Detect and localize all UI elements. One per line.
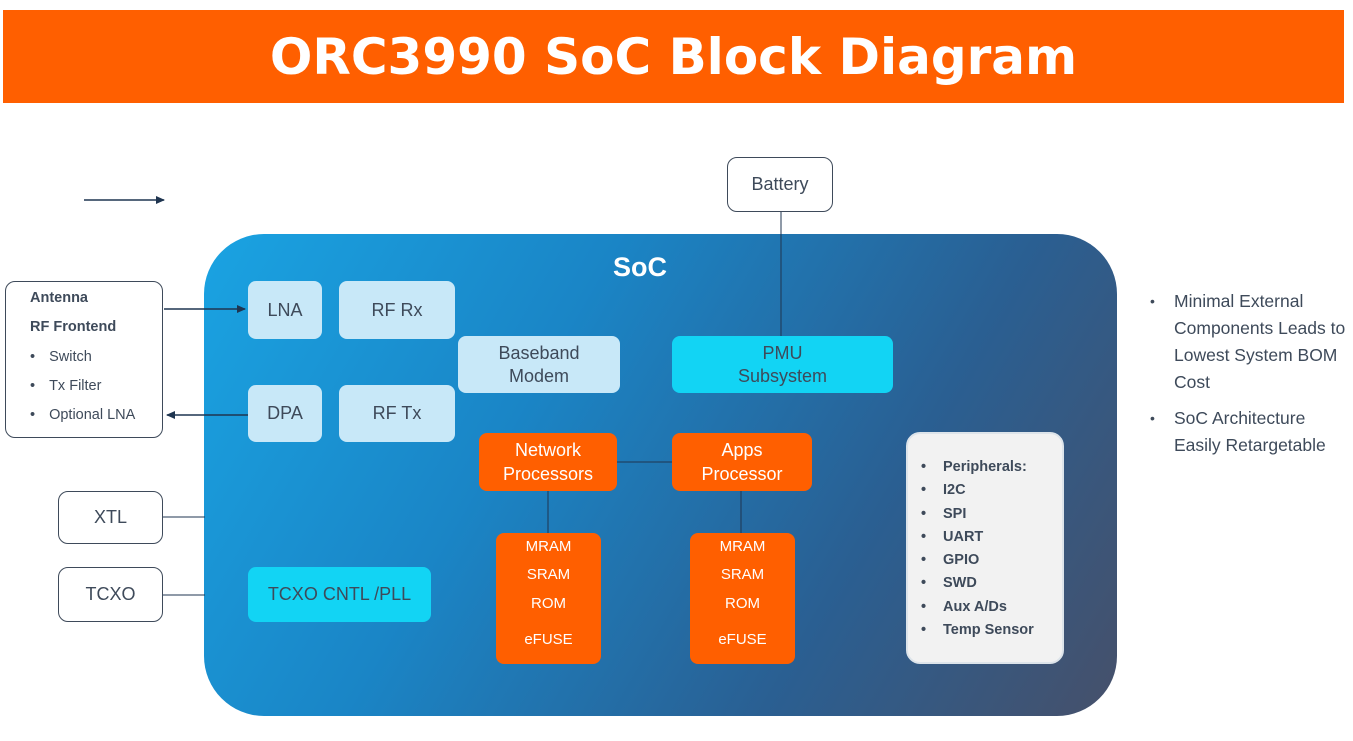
lna-block: LNA xyxy=(248,281,322,339)
apps-label-1: Apps xyxy=(721,440,763,460)
peripherals-box: Peripherals: I2C SPI UART GPIO SWD Aux A… xyxy=(906,432,1064,664)
tcxo-box: TCXO xyxy=(58,567,163,622)
pmu-subsystem-block: PMU Subsystem xyxy=(672,336,893,393)
apps-processor-block: Apps Processor xyxy=(672,433,812,491)
peripheral-item: I2C xyxy=(908,479,1062,503)
memory-stack-network: MRAM SRAM ROM eFUSE xyxy=(496,533,601,664)
rf-frontend-box: Antenna RF Frontend •Switch •Tx Filter •… xyxy=(5,281,163,438)
peripheral-item: UART xyxy=(908,526,1062,550)
network-processors-block: Network Processors xyxy=(479,433,617,491)
memory-item: eFUSE xyxy=(524,631,573,648)
baseband-modem-block: Baseband Modem xyxy=(458,336,620,393)
tcxo-pll-block: TCXO CNTL /PLL xyxy=(248,567,431,622)
memory-item: SRAM xyxy=(526,566,571,583)
rf-bullet-text: Tx Filter xyxy=(49,378,102,394)
memory-item: MRAM xyxy=(525,538,572,555)
peripheral-item: GPIO xyxy=(908,549,1062,573)
dpa-block: DPA xyxy=(248,385,322,442)
pmu-label-2: Subsystem xyxy=(737,365,828,386)
baseband-label-1: Baseband xyxy=(498,342,580,363)
rf-frontend-bullet: •Tx Filter xyxy=(30,378,102,394)
baseband-label-2: Modem xyxy=(508,365,570,386)
memory-stack-apps: MRAM SRAM ROM eFUSE xyxy=(690,533,795,664)
rf-rx-block: RF Rx xyxy=(339,281,455,339)
side-notes: Minimal External Components Leads to Low… xyxy=(1148,288,1348,468)
rf-tx-block: RF Tx xyxy=(339,385,455,442)
rf-frontend-bullet: •Optional LNA xyxy=(30,407,136,423)
peripheral-item: Aux A/Ds xyxy=(908,596,1062,620)
battery-box: Battery xyxy=(727,157,833,212)
apps-label-2: Processor xyxy=(701,464,783,484)
rf-frontend-bullet: •Switch xyxy=(30,349,92,365)
peripheral-item: SPI xyxy=(908,503,1062,527)
rf-bullet-text: Optional LNA xyxy=(49,407,136,423)
note-item: Minimal External Components Leads to Low… xyxy=(1148,288,1348,396)
rf-bullet-text: Switch xyxy=(49,349,92,365)
rf-frontend-title-2: RF Frontend xyxy=(30,319,117,335)
xtl-box: XTL xyxy=(58,491,163,544)
peripheral-item: Peripherals: xyxy=(908,456,1062,480)
memory-item: MRAM xyxy=(719,538,766,555)
note-item: SoC Architecture Easily Retargetable xyxy=(1148,405,1348,459)
peripheral-item: SWD xyxy=(908,572,1062,596)
network-label-2: Processors xyxy=(502,464,594,484)
memory-item: ROM xyxy=(725,595,760,612)
memory-item: SRAM xyxy=(720,566,765,583)
memory-item: ROM xyxy=(531,595,566,612)
network-label-1: Network xyxy=(514,440,581,460)
page-title: ORC3990 SoC Block Diagram xyxy=(3,10,1344,103)
rf-frontend-title-1: Antenna xyxy=(30,290,88,306)
memory-item: eFUSE xyxy=(718,631,767,648)
pmu-label-1: PMU xyxy=(762,342,803,363)
peripheral-item: Temp Sensor xyxy=(908,619,1062,643)
soc-label: SoC xyxy=(613,252,667,282)
